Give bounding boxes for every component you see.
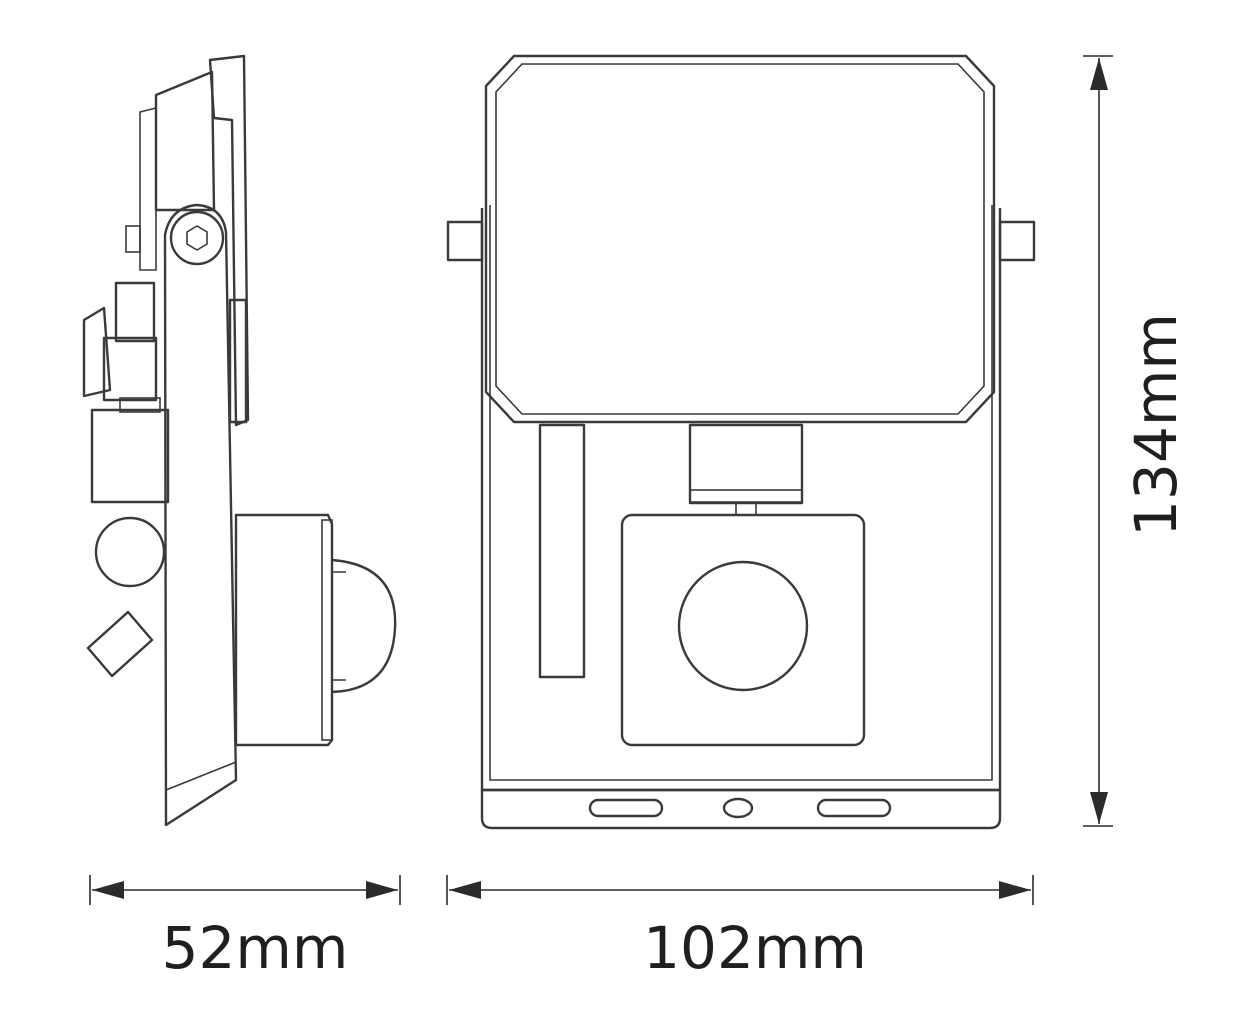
width-dimension: 102mm (446, 875, 1034, 982)
front-view (446, 54, 1036, 830)
side-view (82, 54, 397, 827)
arrowhead (1090, 58, 1108, 90)
depth-dimension: 52mm (89, 875, 401, 982)
arrowhead (1090, 792, 1108, 824)
height-dimension: 134mm (1083, 55, 1190, 827)
arrowhead (449, 881, 481, 899)
arrowhead (366, 881, 398, 899)
height-label: 134mm (1122, 313, 1190, 537)
arrowhead (999, 881, 1031, 899)
arrowhead (92, 881, 124, 899)
width-label: 102mm (643, 914, 867, 982)
depth-label: 52mm (162, 914, 349, 982)
